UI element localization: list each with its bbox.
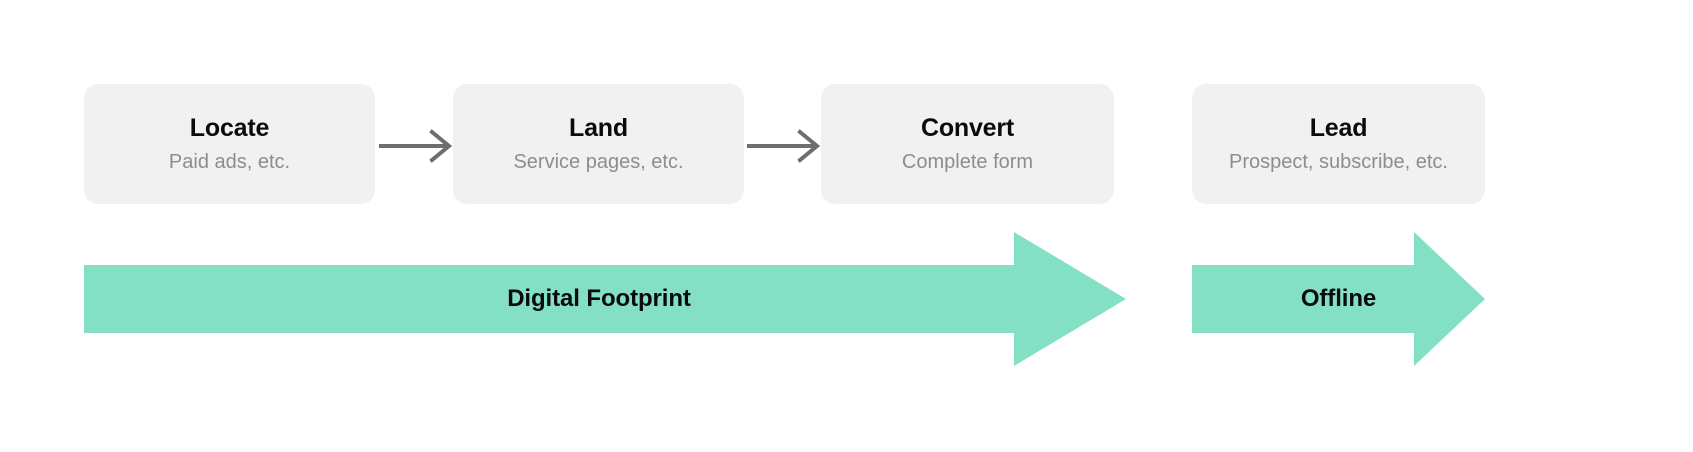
arrow-right-icon bbox=[377, 129, 455, 163]
stage-card-locate: Locate Paid ads, etc. bbox=[84, 84, 375, 204]
phase-arrow-digital-footprint bbox=[84, 232, 1126, 366]
stage-subtitle: Prospect, subscribe, etc. bbox=[1229, 150, 1448, 173]
stage-subtitle: Paid ads, etc. bbox=[168, 150, 291, 173]
stage-card-lead: Lead Prospect, subscribe, etc. bbox=[1192, 84, 1485, 204]
stage-card-land: Land Service pages, etc. bbox=[453, 84, 744, 204]
stage-title: Convert bbox=[920, 114, 1015, 143]
stage-card-convert: Convert Complete form bbox=[821, 84, 1114, 204]
stage-subtitle: Service pages, etc. bbox=[513, 150, 684, 173]
arrow-right-icon bbox=[745, 129, 823, 163]
phase-arrow-offline bbox=[1192, 232, 1485, 366]
stage-title: Locate bbox=[189, 114, 270, 143]
stage-title: Lead bbox=[1309, 114, 1368, 143]
stage-subtitle: Complete form bbox=[901, 150, 1034, 173]
stage-title: Land bbox=[569, 114, 628, 143]
